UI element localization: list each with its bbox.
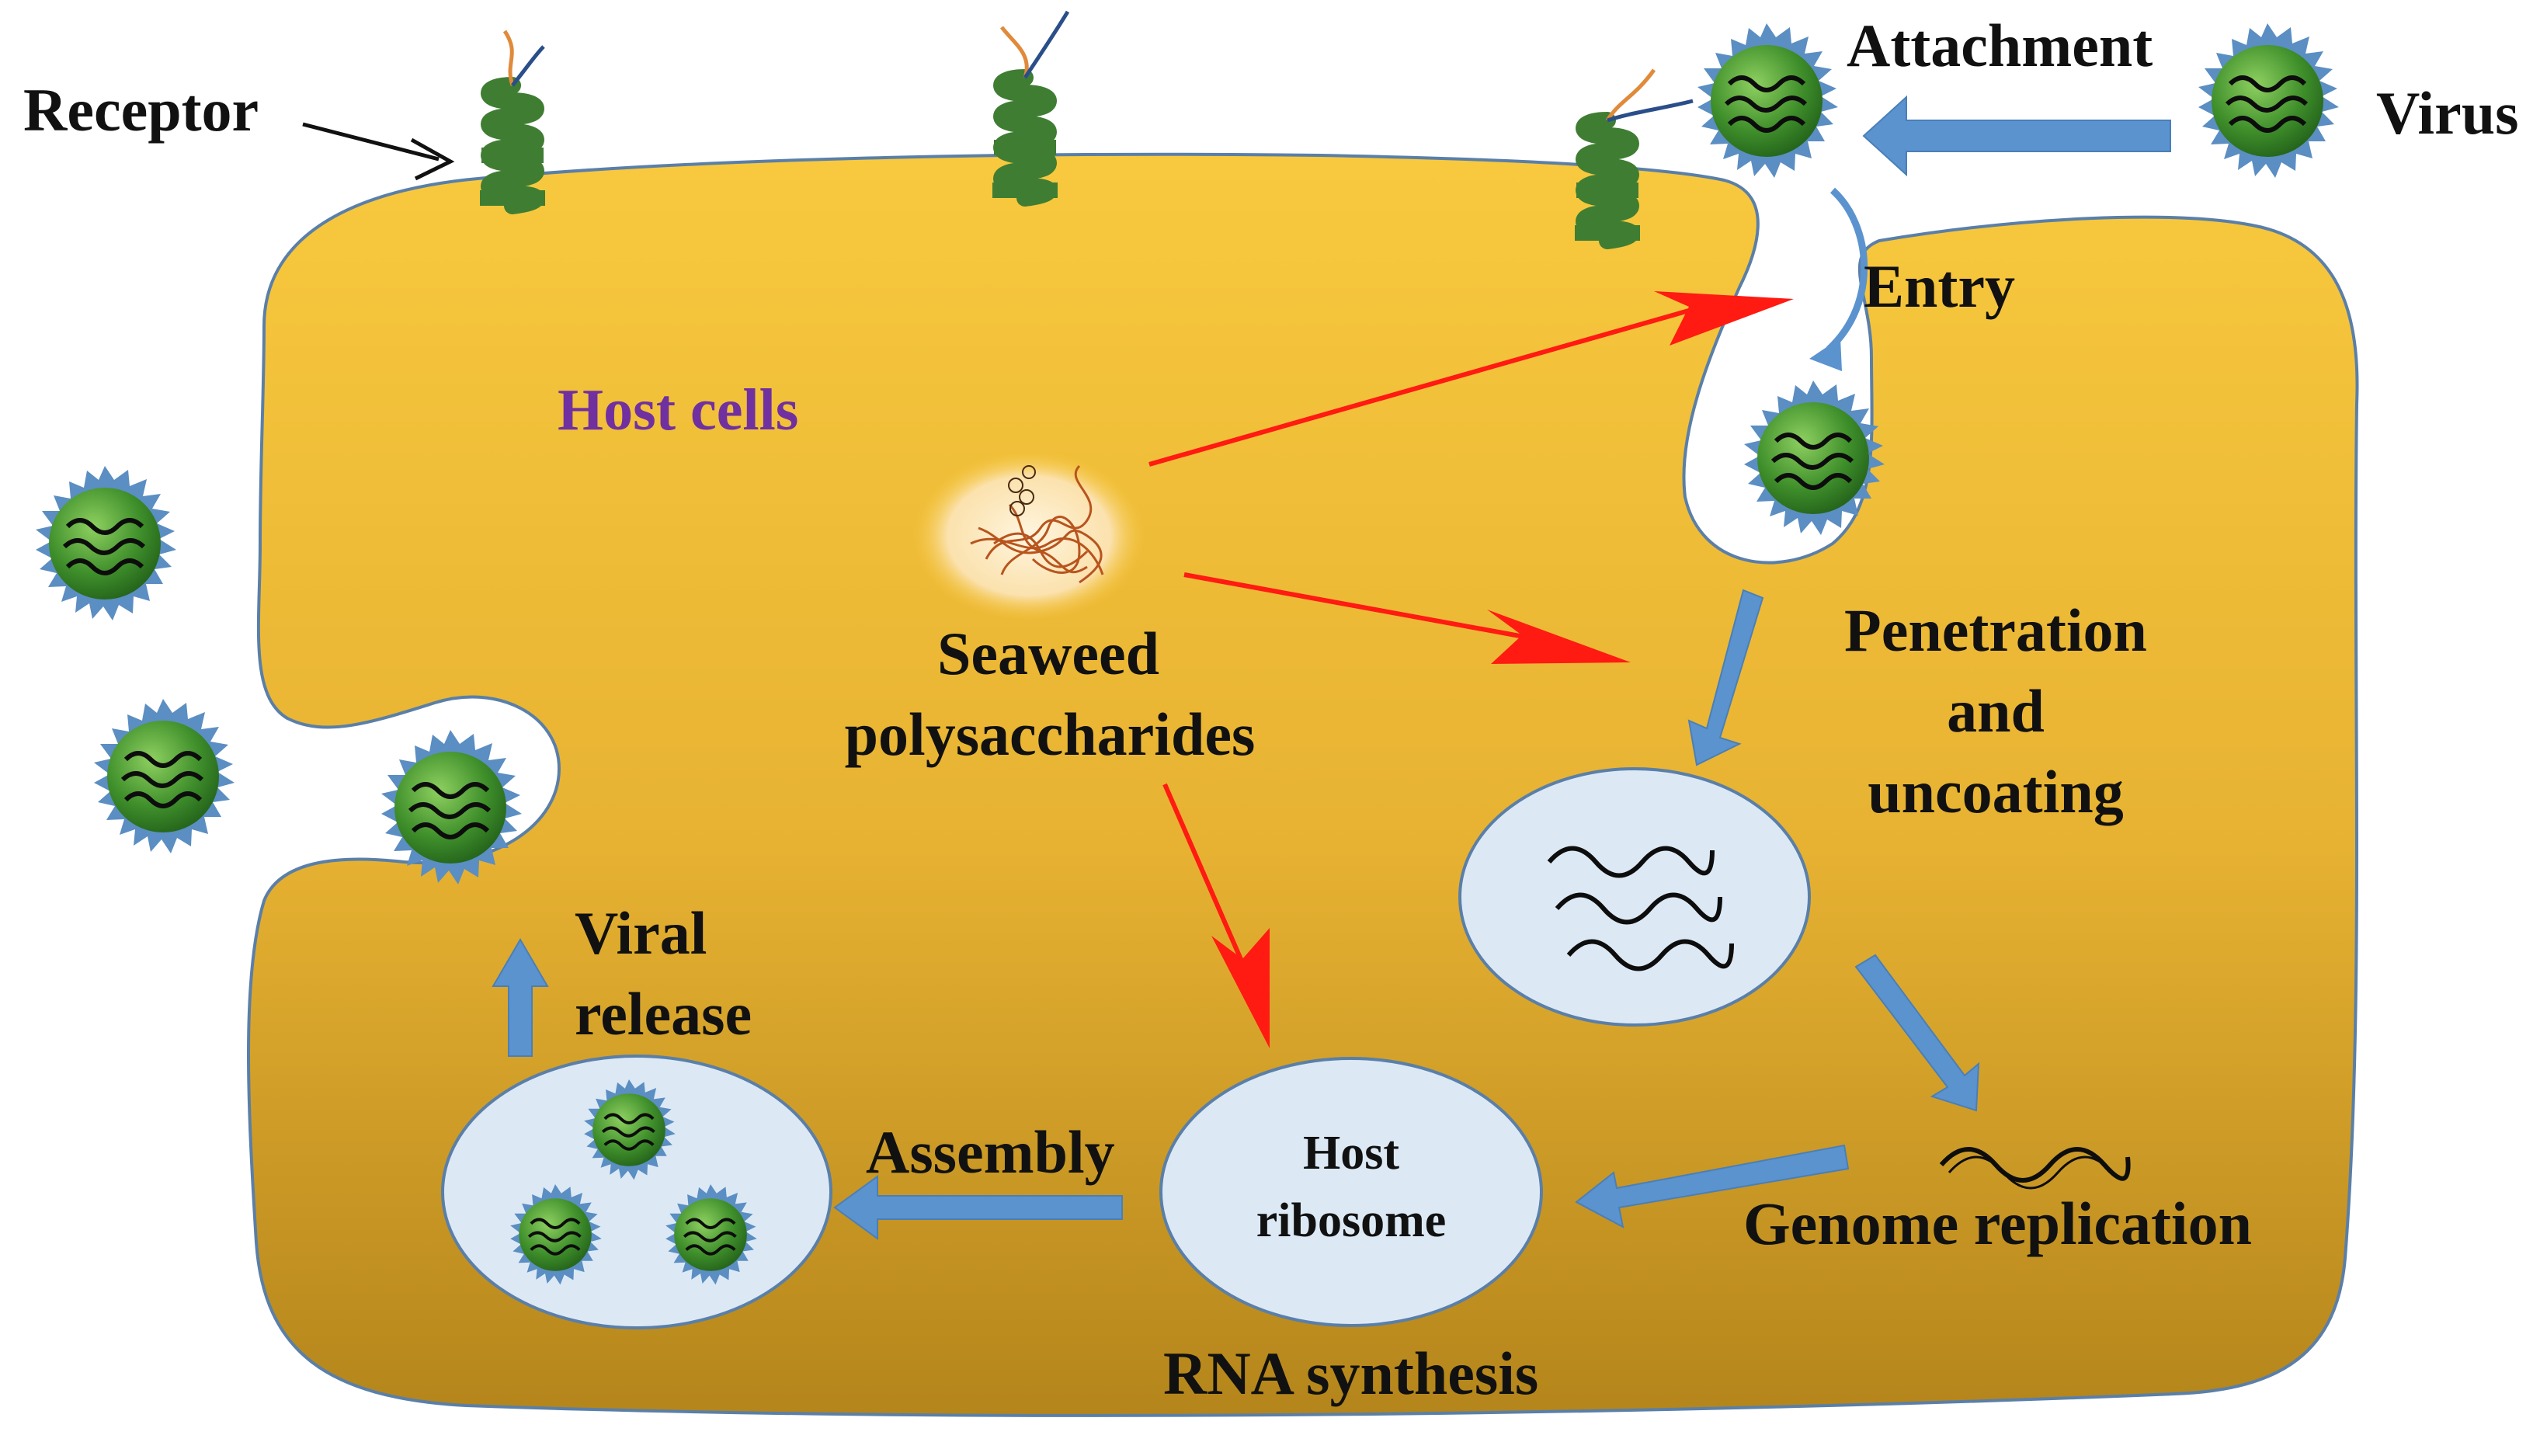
seaweed-label-line2: polysaccharides [845, 700, 1256, 768]
assembly-label: Assembly [866, 1118, 1115, 1186]
inhibition-arrow-penetration [1183, 572, 1631, 664]
virus-icon-attached [1697, 23, 1838, 178]
entry-arrow [1826, 187, 1868, 353]
virus-icon-free [2198, 23, 2339, 178]
virus-icon-released-1 [36, 466, 176, 620]
rna-synthesis-arrow [1575, 1144, 1850, 1228]
viral-release-label-line1: Viral [575, 899, 707, 967]
penetration-label-line3: uncoating [1868, 758, 2123, 825]
rna-strand-icon-group [1547, 846, 1734, 971]
receptor-pointer [302, 122, 455, 181]
entry-label: Entry [1864, 252, 2015, 320]
replication-arrow [1854, 954, 1980, 1112]
host-cells-label: Host cells [558, 377, 798, 443]
polysaccharide-molecule-icon [912, 450, 1145, 621]
virus-icon-released-2 [94, 699, 235, 853]
host-ribosome-label-line2: ribosome [1256, 1194, 1447, 1247]
rna-synthesis-label: RNA synthesis [1163, 1340, 1538, 1407]
penetration-label-line2: and [1947, 677, 2045, 745]
receptor-icon-1 [480, 30, 545, 206]
genome-replication-label: Genome replication [1743, 1190, 2252, 1257]
receptor-icon-3 [1575, 68, 1694, 241]
attachment-label: Attachment [1847, 12, 2153, 79]
penetration-arrow [1687, 589, 1764, 766]
assembly-arrow [833, 1175, 1123, 1240]
virus-label: Virus [2376, 79, 2518, 147]
attachment-arrow [1862, 95, 2171, 177]
host-ribosome [1159, 1057, 1543, 1327]
viral-release-label-line2: release [575, 980, 752, 1048]
uncoating-vesicle [1458, 767, 1811, 1027]
receptor-label: Receptor [23, 76, 259, 144]
inhibition-arrow-entry [1148, 291, 1794, 467]
replicated-rna-icon [1939, 1147, 2131, 1183]
penetration-label-line1: Penetration [1844, 596, 2147, 664]
host-ribosome-label-line1: Host [1303, 1127, 1399, 1180]
inhibition-arrow-ribosome [1162, 783, 1270, 1048]
receptor-icon-2 [992, 10, 1070, 198]
viral-release-arrow [492, 938, 549, 1057]
seaweed-label-line1: Seaweed [937, 620, 1159, 687]
